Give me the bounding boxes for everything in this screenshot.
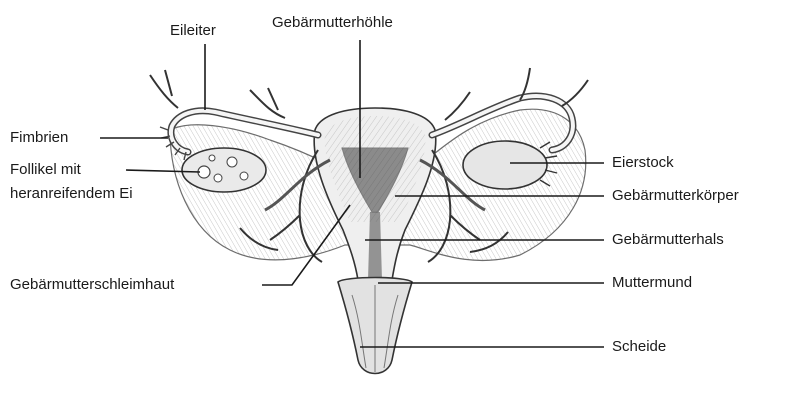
label-gebaermutterhals: Gebärmutterhals bbox=[612, 231, 724, 249]
follicle-4 bbox=[240, 172, 248, 180]
label-follikel-line2: heranreifendem Ei bbox=[10, 185, 133, 203]
label-gebaermutterhoehle: Gebärmutterhöhle bbox=[272, 14, 393, 32]
label-muttermund: Muttermund bbox=[612, 274, 692, 292]
follicle-3 bbox=[227, 157, 237, 167]
label-eierstock: Eierstock bbox=[612, 154, 674, 172]
label-fimbrien: Fimbrien bbox=[10, 129, 68, 147]
follicle-5 bbox=[209, 155, 215, 161]
left-ovary bbox=[182, 148, 266, 192]
cervical-canal bbox=[368, 212, 382, 280]
label-gebaermutterschleimhaut: Gebärmutterschleimhaut bbox=[10, 276, 174, 294]
label-follikel-line1: Follikel mit bbox=[10, 161, 81, 179]
label-scheide: Scheide bbox=[612, 338, 666, 356]
follicle-2 bbox=[214, 174, 222, 182]
label-gebaermutterkoerper: Gebärmutterkörper bbox=[612, 187, 739, 205]
right-ovary bbox=[463, 141, 547, 189]
label-eileiter: Eileiter bbox=[170, 22, 216, 40]
